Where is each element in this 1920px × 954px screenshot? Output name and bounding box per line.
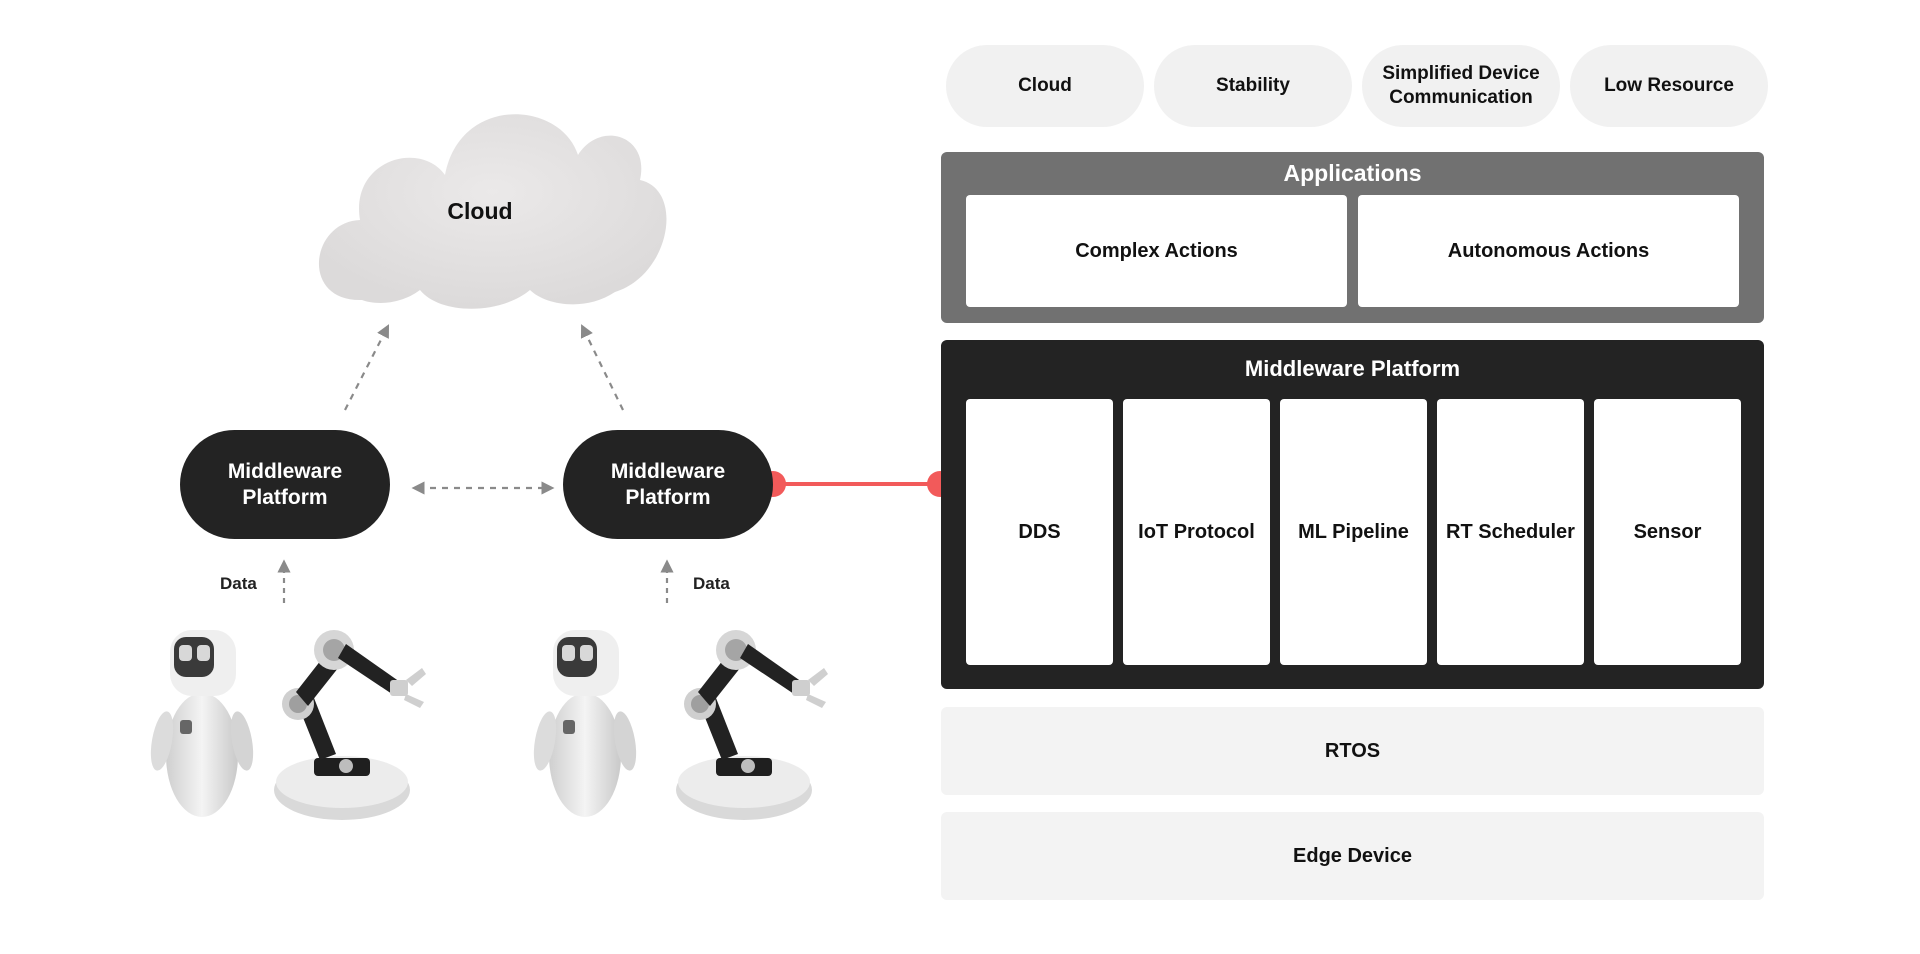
middleware-platform-title: Middleware Platform — [1244, 356, 1461, 381]
app-complex-actions: Complex Actions — [966, 195, 1347, 307]
arrow-left-node-to-cloud — [344, 324, 390, 411]
mw-item-sensor: Sensor — [1594, 399, 1741, 665]
arrow-right-node-to-cloud — [580, 324, 624, 411]
tag-stability: Stability — [1154, 45, 1352, 127]
cloud-label: Cloud — [447, 197, 513, 224]
middleware-node-right-label: Middleware Platform — [610, 459, 726, 509]
connector-line — [760, 471, 953, 497]
robotic-arm-icon — [676, 630, 828, 820]
humanoid-robot-icon — [533, 630, 641, 817]
middleware-node-left-label: Middleware Platform — [227, 459, 343, 509]
rtos-layer: RTOS — [941, 707, 1764, 795]
data-label-right: Data — [693, 574, 730, 593]
tag-low-resource: Low Resource — [1570, 45, 1768, 127]
applications-title: Applications — [1283, 159, 1422, 186]
mw-item-iot-protocol: IoT Protocol — [1123, 399, 1270, 665]
mw-item-ml-pipeline: ML Pipeline — [1280, 399, 1427, 665]
tag-cloud: Cloud — [946, 45, 1144, 127]
app-autonomous-actions: Autonomous Actions — [1358, 195, 1739, 307]
tag-simplified-device-communication: Simplified Device Communication — [1362, 45, 1560, 127]
middleware-node-right: Middleware Platform — [563, 430, 773, 539]
robotic-arm-icon — [274, 630, 426, 820]
mw-item-rt-scheduler: RT Scheduler — [1437, 399, 1584, 665]
data-label-left: Data — [220, 574, 257, 593]
cloud-icon — [318, 114, 667, 309]
mw-item-dds: DDS — [966, 399, 1113, 665]
middleware-node-left: Middleware Platform — [180, 430, 390, 539]
humanoid-robot-icon — [150, 630, 258, 817]
edge-device-layer: Edge Device — [941, 812, 1764, 900]
tag-simplified-device-communication-label: Simplified Device Communication — [1382, 63, 1540, 108]
